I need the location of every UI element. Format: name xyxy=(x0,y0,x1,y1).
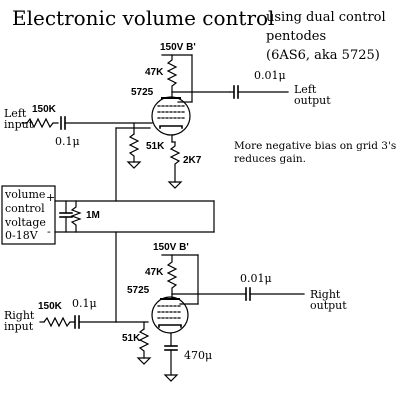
bottom-output-cap-label: 0.01μ xyxy=(240,272,272,285)
top-grid-resistor-label: 51K xyxy=(146,141,165,152)
top-stage xyxy=(21,54,289,202)
bottom-plate-resistor-label: 47K xyxy=(145,267,164,278)
bias-rail xyxy=(54,200,215,323)
bottom-cathode-cap-label: 470μ xyxy=(184,349,213,362)
top-cathode-resistor-label: 2K7 xyxy=(183,155,202,166)
bottom-tube-envelope xyxy=(151,296,189,334)
bottom-supply-label: 150V B' xyxy=(153,242,189,253)
bottom-output-label: Right output xyxy=(310,288,347,312)
top-plate-resistor-label: 47K xyxy=(145,67,164,78)
top-tube-label: 5725 xyxy=(131,87,154,98)
subtitle-line-3: (6AS6, aka 5725) xyxy=(266,48,380,63)
top-input-resistor xyxy=(26,117,59,129)
bottom-plate-resistor xyxy=(166,254,178,295)
bias-note: More negative bias on grid 3's reduces g… xyxy=(234,140,397,166)
control-box-outline xyxy=(1,185,56,245)
bottom-input-label: Right input xyxy=(4,309,35,333)
top-tube-envelope xyxy=(151,96,191,136)
bottom-input-cap-label: 0.1μ xyxy=(72,297,97,310)
subtitle-line-1: using dual control xyxy=(266,10,386,25)
top-grid-resistor xyxy=(128,133,140,163)
control-box-label: volume control voltage 0-18V xyxy=(5,188,46,243)
shunt-resistor xyxy=(70,200,82,233)
shunt-resistor-label: 1M xyxy=(86,210,100,221)
top-input-cap-label: 0.1μ xyxy=(55,135,80,148)
top-plate-resistor xyxy=(166,54,178,93)
control-box-minus: - xyxy=(47,225,51,238)
bottom-grid-resistor-label: 51K xyxy=(122,333,141,344)
bottom-input-resistor xyxy=(43,316,76,328)
bottom-tube-label: 5725 xyxy=(127,285,150,296)
control-box-plus: + xyxy=(46,191,56,204)
bottom-input-resistor-label: 150K xyxy=(38,301,62,312)
top-input-label: Left input xyxy=(4,107,34,131)
top-output-cap-label: 0.01μ xyxy=(254,69,286,82)
top-input-resistor-label: 150K xyxy=(32,104,56,115)
top-supply-label: 150V B' xyxy=(160,42,196,53)
diagram-title: Electronic volume control xyxy=(12,6,275,30)
bottom-stage xyxy=(39,254,305,382)
top-cathode-resistor xyxy=(169,141,181,183)
bottom-grid-resistor xyxy=(138,328,150,359)
top-output-label: Left output xyxy=(294,83,331,107)
subtitle-line-2: pentodes xyxy=(266,29,327,44)
